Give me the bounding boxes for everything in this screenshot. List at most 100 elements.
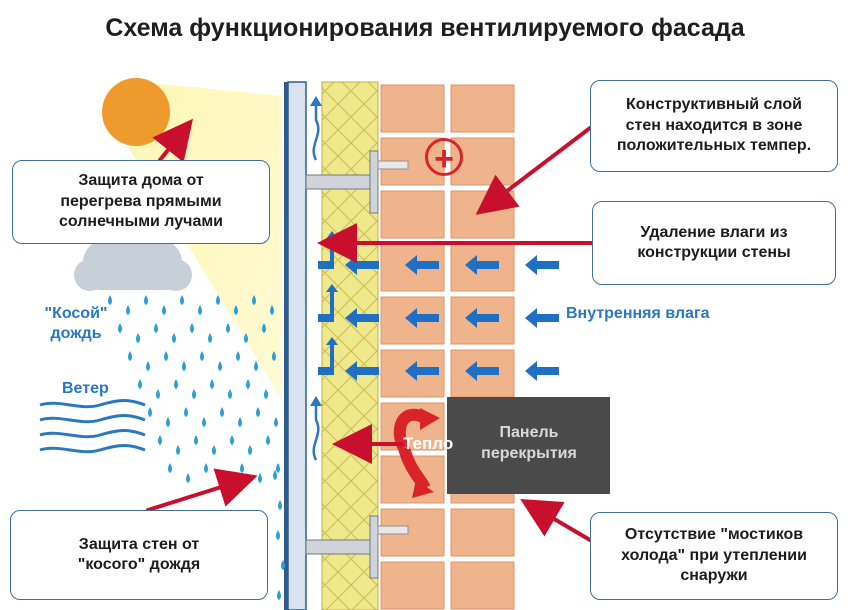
callout-rain-protection: Защита стен от "косого" дождя bbox=[10, 510, 268, 600]
raindrop bbox=[276, 530, 280, 540]
raindrop bbox=[258, 473, 262, 483]
moisture-arrow bbox=[465, 361, 499, 381]
raindrop bbox=[164, 351, 168, 361]
raindrop bbox=[277, 590, 281, 600]
raindrop bbox=[236, 351, 240, 361]
air-gap-flow bbox=[310, 96, 322, 461]
raindrop bbox=[216, 295, 220, 305]
raindrop bbox=[154, 323, 158, 333]
raindrop bbox=[138, 379, 142, 389]
raindrop bbox=[238, 417, 242, 427]
callout-line: положительных темпер. bbox=[616, 137, 812, 155]
callout-line: "косого" дождя bbox=[77, 556, 201, 573]
callout-sun-protection: Защита дома от перегрева прямыми солнечн… bbox=[12, 160, 270, 244]
raindrop bbox=[156, 389, 160, 399]
raindrop bbox=[204, 463, 208, 473]
moisture-arrow bbox=[405, 308, 439, 328]
raindrop bbox=[226, 323, 230, 333]
label-line: "Косой" bbox=[44, 305, 108, 322]
label-slanted-rain: "Косой" дождь bbox=[36, 304, 116, 344]
raindrop bbox=[234, 305, 238, 315]
callout-line: Удаление влаги из bbox=[640, 223, 788, 241]
label-internal-moisture: Внутренняя влага bbox=[566, 305, 710, 322]
raindrop bbox=[208, 333, 212, 343]
anchor-dowel bbox=[377, 160, 409, 170]
raindrop bbox=[174, 379, 178, 389]
moisture-arrow bbox=[345, 308, 379, 328]
brick bbox=[450, 561, 515, 610]
air-flow-head bbox=[310, 396, 322, 406]
raindrop bbox=[168, 463, 172, 473]
air-flow-head bbox=[310, 96, 322, 106]
raindrop bbox=[194, 435, 198, 445]
raindrop bbox=[252, 295, 256, 305]
raindrop bbox=[273, 470, 277, 480]
raindrop bbox=[244, 333, 248, 343]
raindrop bbox=[230, 435, 234, 445]
arrow-structural bbox=[475, 126, 592, 215]
raindrop bbox=[276, 463, 280, 473]
anchor-plate bbox=[369, 150, 379, 214]
raindrop bbox=[200, 351, 204, 361]
raindrop bbox=[274, 417, 278, 427]
brick bbox=[380, 190, 445, 239]
raindrop bbox=[272, 351, 276, 361]
wind-line bbox=[39, 414, 146, 424]
label-wind: Ветер bbox=[62, 380, 109, 397]
anchor-bracket bbox=[305, 174, 379, 190]
raindrop bbox=[172, 333, 176, 343]
raindrop bbox=[266, 435, 270, 445]
moisture-arrow bbox=[525, 361, 559, 381]
raindrop bbox=[166, 417, 170, 427]
raindrop bbox=[184, 407, 188, 417]
callout-no-cold-bridges: Отсутствие "мостиков холода" при утеплен… bbox=[590, 512, 838, 600]
moisture-arrow bbox=[465, 308, 499, 328]
arrow-sun bbox=[152, 118, 193, 163]
raindrop bbox=[240, 463, 244, 473]
raindrop bbox=[246, 379, 250, 389]
raindrop bbox=[118, 323, 122, 333]
arrow-rain bbox=[146, 468, 258, 512]
raindrop bbox=[198, 305, 202, 315]
wind-icon bbox=[39, 399, 146, 454]
raindrop bbox=[136, 333, 140, 343]
label-line: дождь bbox=[50, 325, 102, 342]
raindrop bbox=[190, 323, 194, 333]
callout-line: солнечными лучами bbox=[58, 213, 224, 231]
label-line: перекрытия bbox=[481, 444, 577, 462]
moisture-arrow bbox=[405, 361, 439, 381]
brick bbox=[380, 84, 445, 133]
moisture-arrow bbox=[525, 255, 559, 275]
air-flow-line bbox=[312, 100, 320, 161]
air-flow-line bbox=[312, 400, 320, 461]
callout-line: Конструктивный слой bbox=[626, 96, 802, 114]
raindrop bbox=[162, 305, 166, 315]
raindrop bbox=[158, 435, 162, 445]
raindrop bbox=[148, 407, 152, 417]
anchor-bracket bbox=[305, 539, 379, 555]
moisture-arrow bbox=[345, 361, 379, 381]
raindrop bbox=[192, 389, 196, 399]
raindrop bbox=[212, 445, 216, 455]
anchor-plate bbox=[369, 515, 379, 579]
raindrop bbox=[176, 445, 180, 455]
arrow-cold-bridges bbox=[520, 498, 592, 542]
raindrop bbox=[281, 560, 285, 570]
raindrop bbox=[270, 305, 274, 315]
anchor-bracket-icon bbox=[305, 150, 409, 579]
callout-line: холода" при утеплении bbox=[621, 546, 807, 564]
wind-line bbox=[39, 399, 146, 409]
callout-line: конструкции стены bbox=[637, 244, 791, 261]
anchor-dowel bbox=[377, 525, 409, 535]
floor-slab bbox=[447, 397, 610, 494]
raindrop bbox=[202, 417, 206, 427]
raindrop bbox=[248, 445, 252, 455]
raindrop-icon bbox=[108, 295, 285, 600]
callout-line: снаружи bbox=[680, 567, 748, 585]
raindrop bbox=[254, 361, 258, 371]
moisture-up-arrow bbox=[318, 337, 338, 375]
moisture-up-arrow bbox=[318, 284, 338, 322]
raindrop bbox=[262, 323, 266, 333]
raindrop bbox=[128, 351, 132, 361]
